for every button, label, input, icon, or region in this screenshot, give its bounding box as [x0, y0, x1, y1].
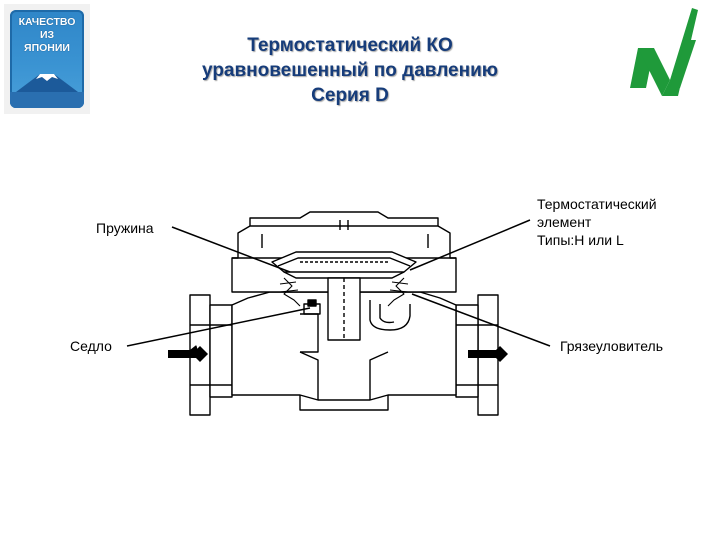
seat-label: Седло — [70, 338, 112, 354]
spring — [279, 277, 409, 307]
element-label-line-3: Типы:H или L — [537, 232, 624, 248]
leader-lines — [126, 219, 551, 347]
element-label-line-1: Термостатический — [537, 196, 657, 212]
title-line-3: Серия D — [311, 85, 389, 106]
thermostatic-element — [271, 251, 417, 279]
strainer-label: Грязеуловитель — [560, 338, 663, 354]
title-line-2: уравновешенный по давлению — [202, 60, 498, 81]
badge-panel: КАЧЕСТВО ИЗ ЯПОНИИ — [10, 10, 84, 108]
strainer-screen — [369, 300, 411, 331]
thermostatic-element-label: Термостатический элемент Типы:H или L — [537, 195, 657, 249]
quality-from-japan-badge: КАЧЕСТВО ИЗ ЯПОНИИ — [4, 4, 90, 114]
title-line-1: Термостатический КО — [247, 35, 453, 56]
badge-line-2: ИЗ — [39, 29, 55, 41]
company-logo-icon — [630, 8, 698, 96]
badge-line-3: ЯПОНИИ — [24, 42, 70, 54]
badge-line-1: КАЧЕСТВО — [18, 16, 76, 28]
valve-stem-and-seat — [300, 277, 361, 353]
spring-label: Пружина — [96, 220, 154, 236]
flow-arrows — [168, 345, 508, 362]
mount-fuji-icon — [10, 74, 84, 108]
page-title: Термостатический КО уравновешенный по да… — [140, 33, 560, 108]
element-label-line-2: элемент — [537, 214, 592, 230]
